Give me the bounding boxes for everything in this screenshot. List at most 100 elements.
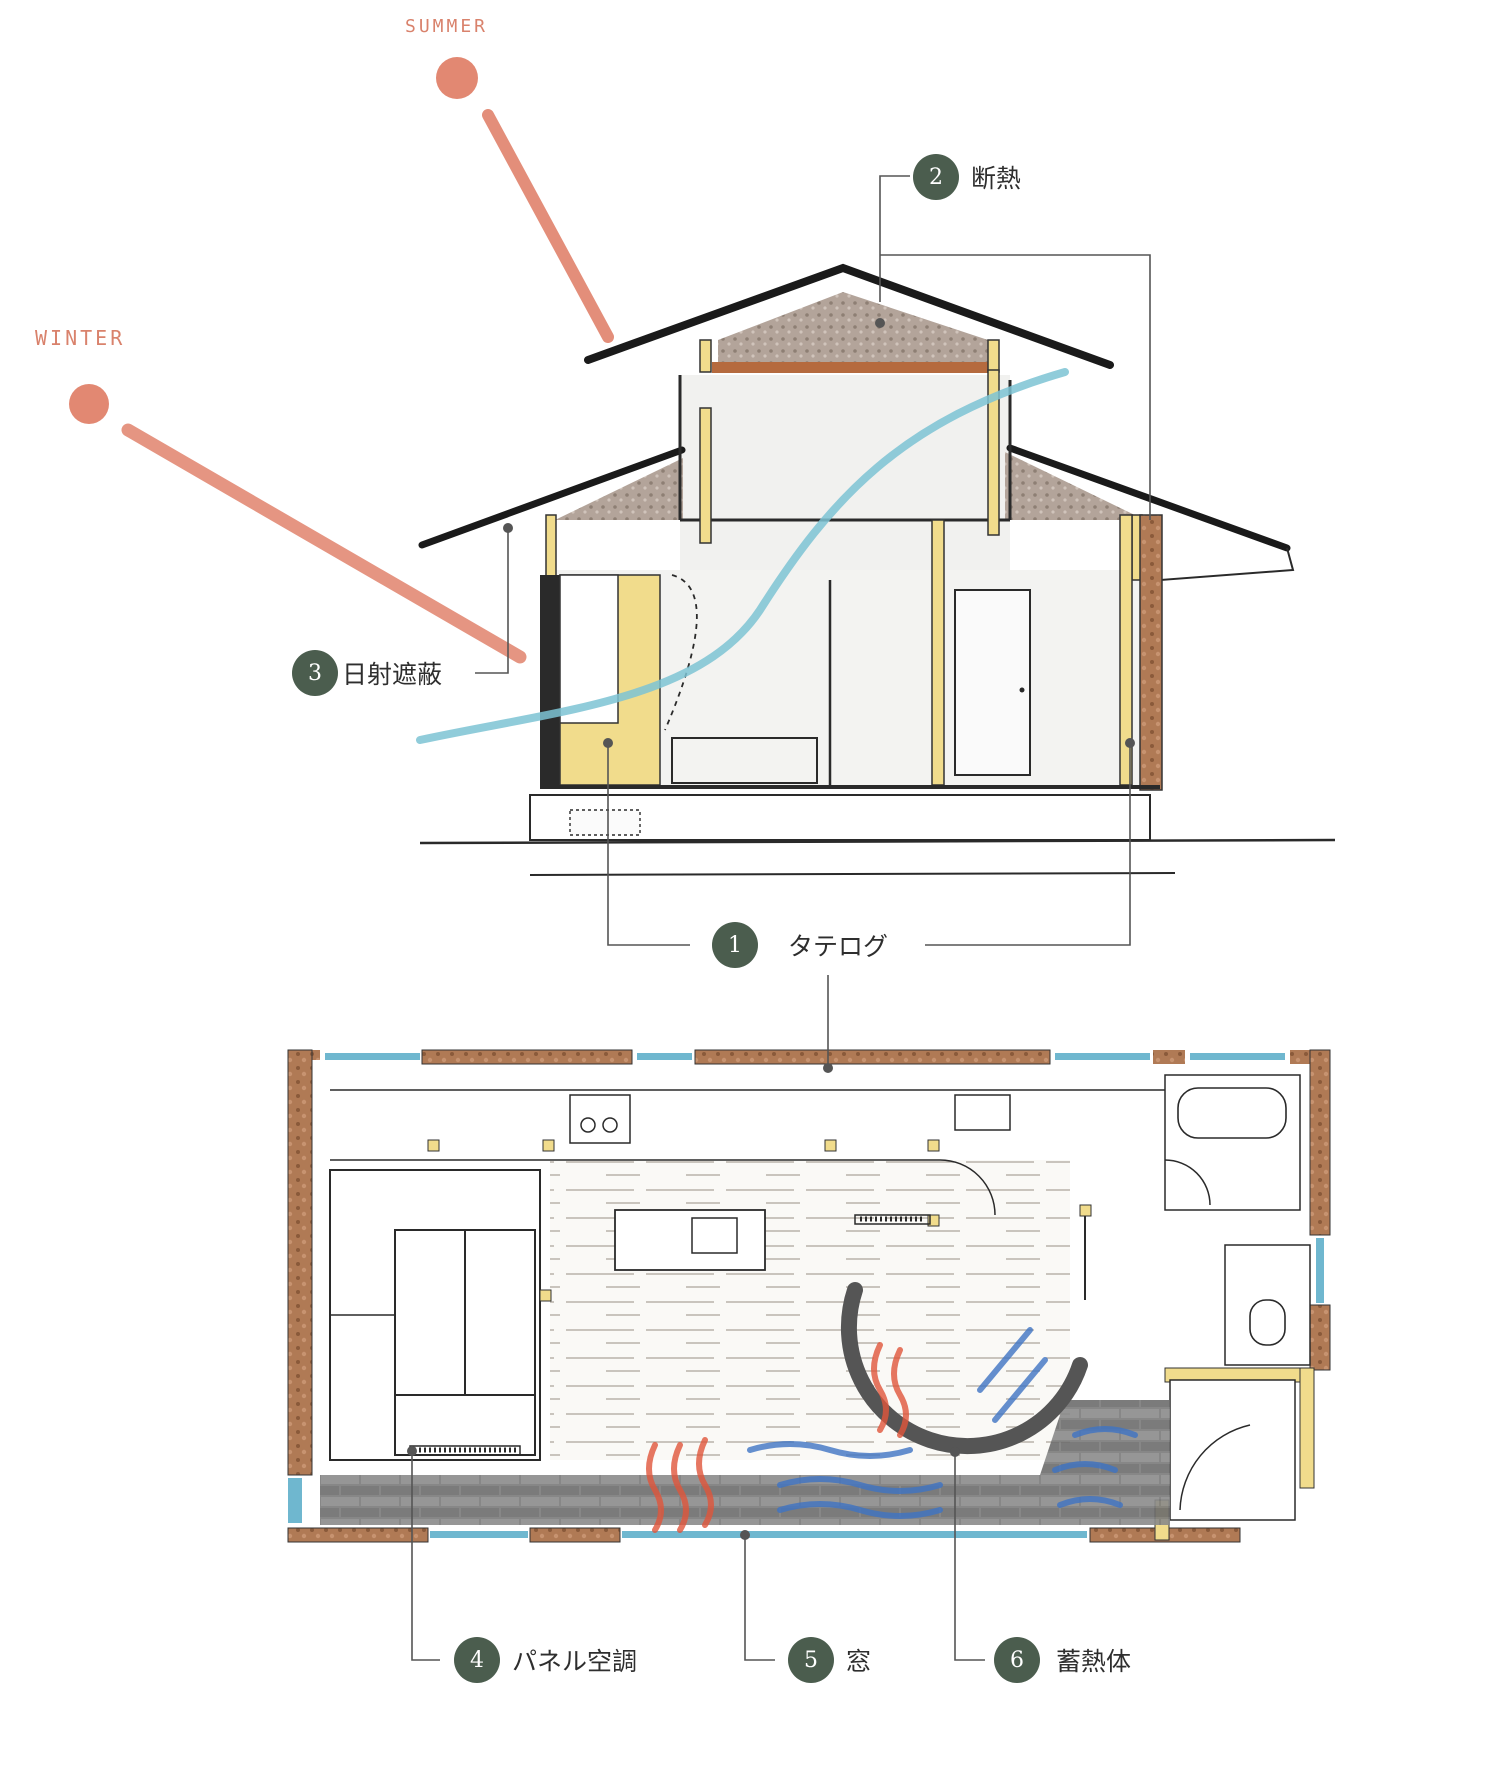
leader-6	[954, 1450, 985, 1661]
ceiling-beam	[712, 362, 992, 373]
leader-dots	[407, 318, 1135, 1540]
entrance-wall	[1299, 1367, 1315, 1489]
winter-label: WINTER	[35, 326, 125, 350]
callout-badge-4: 4	[454, 1637, 500, 1683]
callout-badge-3: 3	[292, 650, 338, 696]
floor-planks	[550, 1160, 1070, 1460]
radiant-panel	[854, 1214, 931, 1225]
post	[427, 1139, 440, 1152]
leader-1-left	[607, 743, 690, 946]
callout-badge-5: 5	[788, 1637, 834, 1683]
window	[622, 1531, 1087, 1538]
post	[539, 1289, 552, 1302]
leader-5	[744, 1535, 775, 1661]
door-swing	[1179, 1424, 1251, 1511]
post	[927, 1139, 940, 1152]
kitchen-island	[614, 1209, 766, 1271]
sink-unit	[954, 1094, 1011, 1131]
door-swing	[1164, 1159, 1211, 1206]
wall-top-segment	[694, 1049, 1051, 1065]
leader-4	[411, 1451, 440, 1661]
post	[824, 1139, 837, 1152]
callout-badge-1: 1	[712, 922, 758, 968]
callout-tatelog: 1 タテログ	[712, 922, 888, 968]
leader-2-branch	[880, 254, 1151, 520]
cooktop	[569, 1094, 631, 1144]
callout-badge-2: 2	[913, 154, 959, 200]
window	[1316, 1238, 1324, 1303]
wall-bottom-segment	[529, 1527, 621, 1543]
burner	[602, 1117, 618, 1133]
wall-bottom-segment	[287, 1527, 429, 1543]
burner	[580, 1117, 596, 1133]
warm-waves	[646, 1342, 909, 1533]
callout-label-window: 窓	[846, 1647, 872, 1676]
post	[931, 519, 945, 786]
ground-line-2	[529, 872, 1176, 876]
thermal-mass-floor	[320, 1400, 1170, 1525]
callout-window: 5 窓	[788, 1637, 871, 1683]
post	[1079, 1204, 1092, 1217]
right-roof	[1006, 444, 1291, 552]
section-drawing	[416, 263, 1336, 876]
door-knob	[1019, 687, 1025, 693]
callout-panel-ac: 4 パネル空調	[454, 1637, 637, 1683]
post	[542, 1139, 555, 1152]
winter-sun-ray	[121, 423, 527, 664]
left-roof-insulation	[555, 458, 683, 520]
leader-1-right	[925, 743, 1131, 946]
winter-sun: WINTER	[35, 326, 527, 664]
wall-right	[1309, 1304, 1331, 1371]
callout-badge-6: 6	[994, 1637, 1040, 1683]
post	[699, 339, 712, 373]
entrance-hall	[1169, 1379, 1296, 1521]
summer-sun-ray	[482, 109, 614, 343]
post	[927, 1214, 940, 1227]
summer-sun: SUMMER	[405, 16, 614, 343]
ground-line	[419, 838, 1336, 845]
post	[545, 514, 557, 581]
callout-label-insulation: 断熱	[971, 164, 1022, 193]
right-roof-insulation	[1005, 452, 1145, 520]
airflow-arrow	[416, 368, 1069, 744]
post	[987, 339, 1000, 373]
leader-lines	[411, 175, 1151, 1661]
wall-right	[1309, 1049, 1331, 1236]
cool-waves	[747, 1327, 1138, 1519]
wall-top-segment	[1153, 1050, 1185, 1064]
wall-left	[287, 1049, 313, 1476]
callout-label-panel-ac: パネル空調	[512, 1647, 638, 1676]
callout-insulation: 2 断熱	[913, 154, 1021, 200]
window	[1190, 1053, 1285, 1060]
gutter	[1159, 547, 1295, 595]
window	[637, 1053, 692, 1060]
left-exterior-wall	[540, 575, 560, 785]
upper-roof-insulation	[718, 292, 988, 370]
kitchen-counter	[671, 737, 818, 784]
door	[954, 589, 1031, 776]
callout-label-solar-shading: 日射遮蔽	[342, 660, 443, 689]
cabinet-swing	[664, 574, 698, 731]
callout-thermal-mass: 6 蓄熱体	[994, 1637, 1131, 1683]
callout-label-thermal-mass: 蓄熱体	[1056, 1647, 1132, 1676]
thermal-mass-arc	[840, 1282, 1088, 1455]
upper-roof	[584, 263, 1114, 369]
post	[699, 407, 712, 544]
floor-vent	[569, 809, 641, 836]
island-sink	[691, 1217, 738, 1254]
left-roof	[418, 446, 686, 549]
window	[325, 1053, 420, 1060]
summer-label: SUMMER	[405, 16, 488, 37]
wall-top-segment	[421, 1049, 633, 1065]
toilet	[1249, 1299, 1286, 1346]
post	[987, 369, 1000, 536]
bathtub	[1177, 1087, 1287, 1139]
summer-sun-icon	[436, 57, 478, 99]
door-swing	[939, 1159, 996, 1216]
window	[288, 1478, 302, 1523]
right-log-wall	[1139, 514, 1163, 791]
window	[430, 1531, 528, 1538]
winter-sun-icon	[69, 384, 109, 424]
